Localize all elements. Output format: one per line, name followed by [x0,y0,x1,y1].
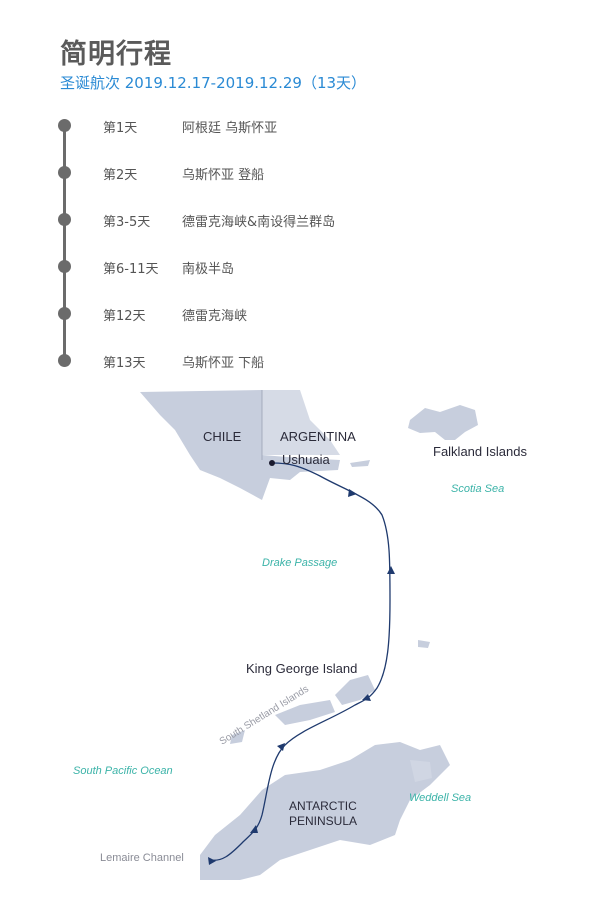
elephant-island [418,640,430,648]
timeline-item: 第3-5天 德雷克海峡&南设得兰群岛 [0,210,600,230]
day-label: 第3-5天 [103,215,151,230]
land-masses [140,390,478,880]
place-label: 乌斯怀亚 登船 [182,168,265,183]
place-label: 阿根廷 乌斯怀亚 [182,121,278,136]
tierra-del-fuego [140,390,340,500]
route-map: CHILE ARGENTINA Ushuaia Falkland Islands… [73,390,527,880]
south-shetland-3 [230,730,245,744]
timeline-line [63,125,66,361]
label-ushuaia: Ushuaia [282,452,330,467]
place-label: 德雷克海峡&南设得兰群岛 [182,215,336,230]
label-king-george: King George Island [246,661,357,676]
arrow-icon [348,489,357,497]
timeline-item: 第13天 乌斯怀亚 下船 [0,351,600,371]
label-argentina: ARGENTINA [280,429,356,444]
day-label: 第2天 [103,168,138,183]
timeline-item: 第12天 德雷克海峡 [0,304,600,324]
timeline-dot [58,166,71,179]
south-shetland-1 [335,675,375,705]
place-label: 南极半岛 [182,262,235,277]
arrow-icon [362,694,371,701]
place-label: 乌斯怀亚 下船 [182,356,265,371]
label-peninsula: PENINSULA [289,814,357,828]
label-antarctic: ANTARCTIC [289,799,357,813]
label-chile: CHILE [203,429,242,444]
james-ross-island [410,760,432,782]
argentina-land [262,390,340,455]
day-label: 第6-11天 [103,262,159,277]
timeline-item: 第6-11天 南极半岛 [0,257,600,277]
staten-island [350,460,370,467]
label-weddell-sea: Weddell Sea [409,792,471,804]
timeline-dot [58,119,71,132]
label-south-pacific: South Pacific Ocean [73,765,173,777]
voyage-route [209,462,391,861]
voyage-subtitle: 圣诞航次 2019.12.17-2019.12.29（13天） [60,74,367,92]
arrow-icon [208,857,216,865]
page-title: 简明行程 [60,39,172,70]
label-lemaire: Lemaire Channel [100,852,184,864]
label-scotia-sea: Scotia Sea [451,483,504,495]
label-drake-passage: Drake Passage [262,557,337,569]
timeline-item: 第2天 乌斯怀亚 登船 [0,163,600,183]
day-label: 第12天 [103,309,146,324]
falkland-islands [408,405,478,440]
day-label: 第1天 [103,121,138,136]
timeline-dot [58,354,71,367]
route-arrows [208,489,395,865]
arrow-icon [250,825,258,833]
antarctic-peninsula [200,742,450,880]
day-label: 第13天 [103,356,146,371]
label-falkland: Falkland Islands [433,444,527,459]
ushuaia-marker [269,460,275,466]
arrow-icon [387,566,395,574]
south-shetland-2 [275,700,335,725]
arrow-icon [277,743,285,751]
timeline-dot [58,260,71,273]
timeline-dot [58,213,71,226]
place-label: 德雷克海峡 [182,309,248,324]
timeline-dot [58,307,71,320]
timeline-item: 第1天 阿根廷 乌斯怀亚 [0,116,600,136]
